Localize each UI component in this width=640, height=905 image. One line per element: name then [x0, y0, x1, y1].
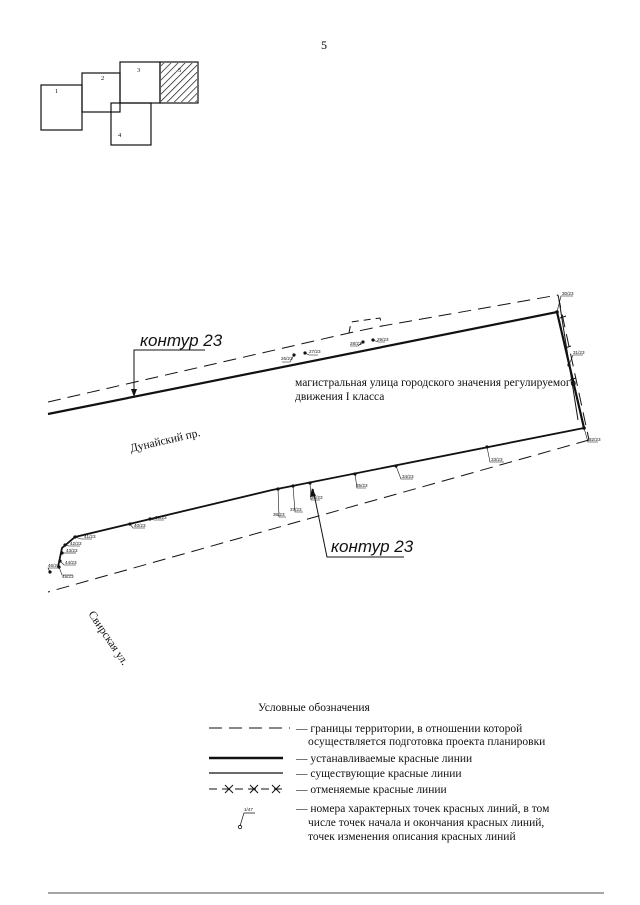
point-label-43: 43/23 [66, 548, 78, 553]
current-sheet-hatch [161, 63, 197, 102]
sheet-label-1: 1 [55, 88, 58, 95]
point-label-41: 41/23 [84, 534, 96, 539]
point-label-26: 26/23 [281, 356, 293, 361]
point-label-32: 32/23 [589, 437, 601, 442]
point-label-31: 31/23 [573, 350, 585, 355]
point-label-36: 36/23 [311, 495, 323, 500]
page-number: 5 [321, 38, 327, 52]
legend-item-1-line1: — границы территории, в отношении которо… [295, 723, 522, 735]
contour-label-top: контур 23 [131, 331, 223, 397]
contour-label-bottom: контур 23 [310, 488, 414, 558]
point-label-37: 37/23 [290, 507, 302, 512]
legend-title: Условные обозначения [258, 702, 371, 714]
legend-symbol-cancelled [209, 784, 283, 794]
point-label-44: 44/23 [65, 560, 77, 565]
contour-bottom-text: контур 23 [331, 537, 414, 556]
legend-item-2-line1: — устанавливаемые красные линии [295, 753, 472, 765]
point-label-46: 46/23 [48, 563, 60, 568]
cancelled-red-line-east [558, 299, 579, 421]
sheet-label-4: 4 [118, 132, 122, 139]
street-class-line1: магистральная улица городского значения … [295, 377, 576, 389]
legend-item-5-line3: точек изменения описания красных линий [308, 831, 516, 843]
legend-item-4-line1: — отменяемые красные линии [295, 784, 447, 796]
contour-top-text: контур 23 [140, 331, 223, 350]
legend-item-5-line1: — номера характерных точек красных линий… [295, 803, 550, 815]
street-name-svirskaya: Свирская ул. [86, 609, 131, 668]
legend-item-3-line1: — существующие красные линии [295, 768, 462, 780]
legend: Условные обозначения — границы территори… [209, 702, 550, 843]
point-label-33: 33/23 [491, 457, 503, 462]
point-label-27: 27/23 [309, 349, 321, 354]
sheet-5 [159, 61, 199, 104]
point-label-42: 42/23 [70, 541, 82, 546]
point-label-30: 30/23 [562, 291, 574, 296]
sheet-label-2: 2 [101, 75, 104, 82]
legend-point-sample: 1/47 [244, 807, 253, 812]
point-label-34: 34/23 [402, 474, 414, 479]
sheet-label-3: 3 [137, 67, 140, 74]
street-name-dunaysky: Дунайский пр. [129, 427, 202, 455]
legend-symbol-point: 1/47 [237, 807, 255, 830]
point-label-35: 35/23 [356, 483, 368, 488]
point-label-45: 45/23 [62, 574, 74, 579]
red-line-north [47, 310, 586, 429]
point-label-38: 38/23 [273, 512, 285, 517]
point-label-29: 29/23 [377, 337, 389, 342]
point-leaders [47, 295, 598, 576]
street-class-line2: движения I класса [295, 391, 384, 403]
legend-item-1-line2: осуществляется подготовка проекта планир… [308, 736, 545, 748]
legend-item-5-line2: числе точек начала и окончания красных л… [308, 817, 544, 829]
point-label-39: 39/23 [155, 515, 167, 520]
point-label-40: 40/23 [134, 523, 146, 528]
sheet-1 [40, 84, 83, 131]
point-label-28: 28/23 [350, 341, 362, 346]
sheet-label-5: 5 [178, 67, 181, 74]
sheet-index-map [40, 61, 199, 146]
sheet-4 [110, 102, 152, 146]
